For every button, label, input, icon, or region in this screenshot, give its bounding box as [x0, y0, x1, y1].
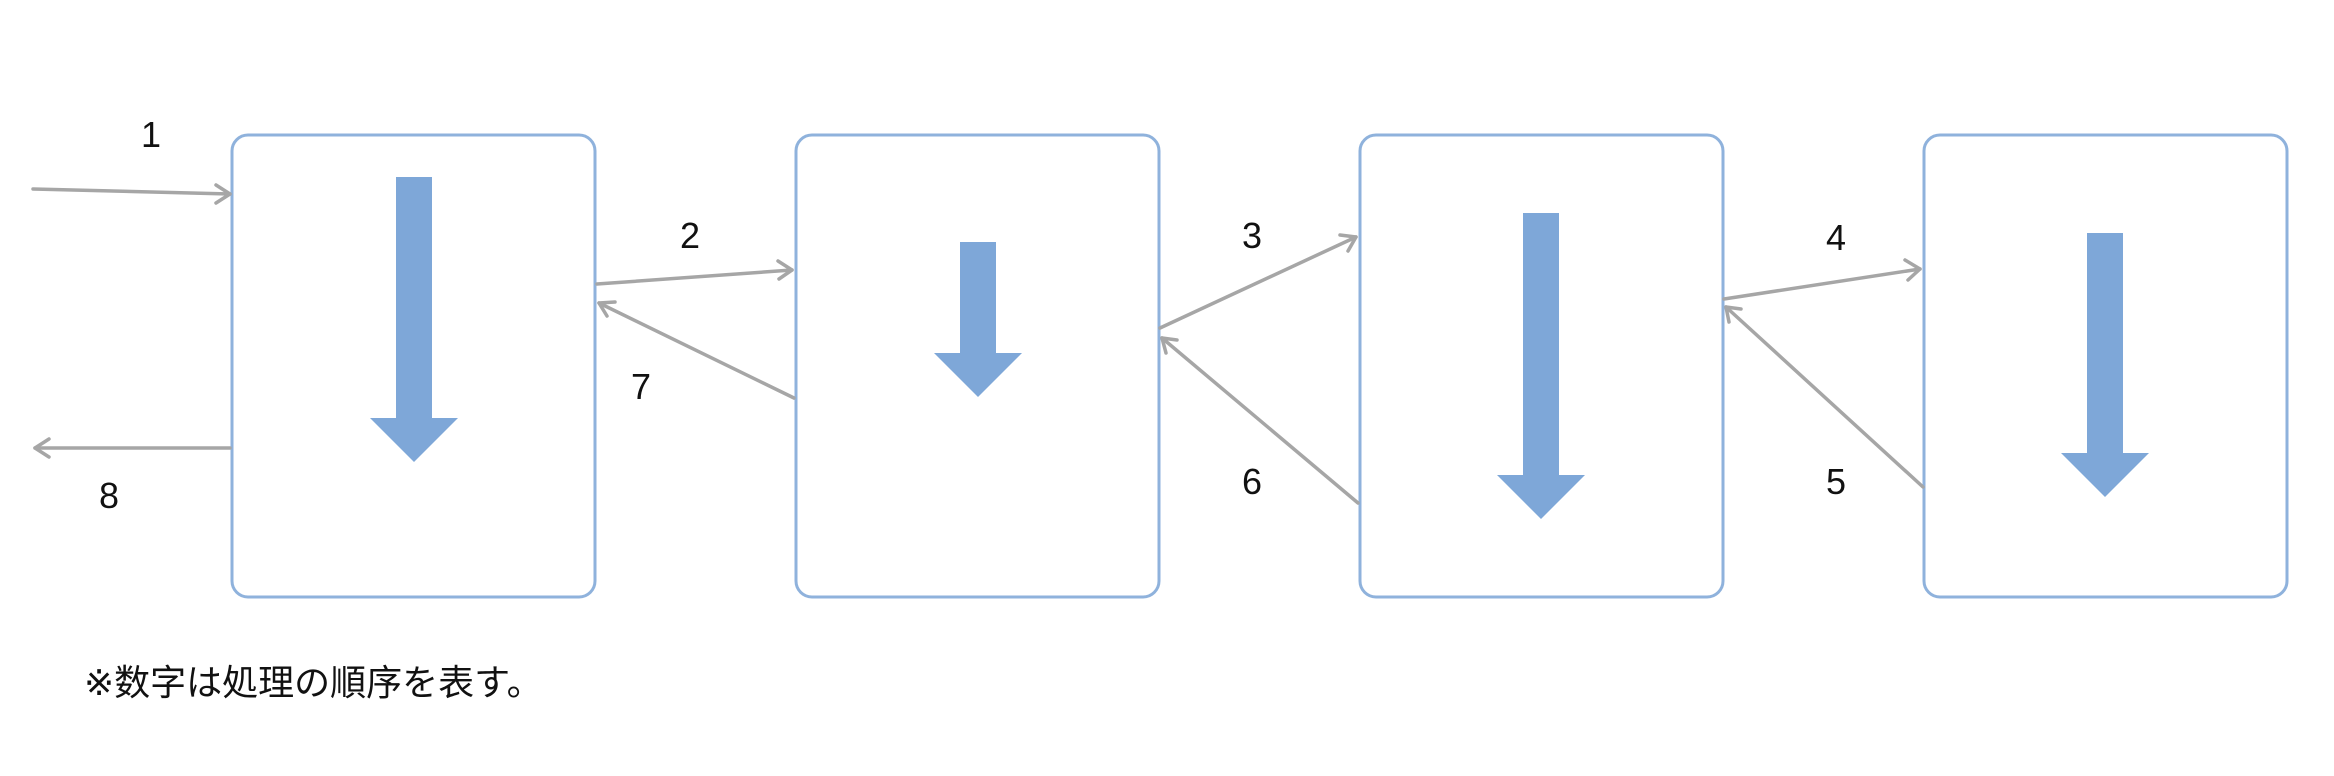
- flow-arrow-1: [31, 183, 232, 205]
- flow-arrow-6: [1160, 336, 1360, 505]
- flow-arrow-5: [1724, 305, 1925, 489]
- step-label-1: 1: [141, 114, 161, 155]
- step-label-3: 3: [1242, 215, 1262, 256]
- step-label-7: 7: [631, 366, 651, 407]
- flow-arrow-8: [33, 437, 232, 459]
- flow-arrow-2: [595, 259, 794, 286]
- flow-arrow-7: [597, 300, 796, 400]
- step-label-8: 8: [99, 475, 119, 516]
- down-arrow-icon: [934, 242, 1022, 397]
- step-label-2: 2: [680, 215, 700, 256]
- flow-arrow-3: [1158, 233, 1358, 330]
- step-label-5: 5: [1826, 461, 1846, 502]
- down-arrow-icon: [2061, 233, 2149, 497]
- footnote: ※数字は処理の順序を表す。: [84, 663, 543, 704]
- down-arrow-icon: [1497, 213, 1585, 519]
- flow-arrow-4: [1722, 258, 1922, 301]
- step-label-6: 6: [1242, 461, 1262, 502]
- down-arrow-icon: [370, 177, 458, 462]
- step-label-4: 4: [1826, 217, 1846, 258]
